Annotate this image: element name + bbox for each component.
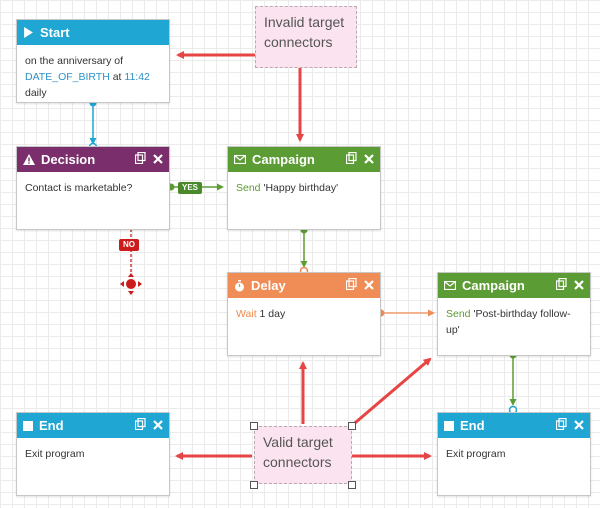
invalid-target-callout: Invalid target connectors: [255, 6, 357, 68]
start-node-title: Start: [40, 25, 70, 40]
close-icon[interactable]: [153, 418, 163, 433]
valid-callout-line2: connectors: [263, 454, 332, 470]
play-icon: [23, 27, 34, 38]
copy-icon[interactable]: [555, 417, 567, 433]
start-node[interactable]: Start on the anniversary of DATE_OF_BIRT…: [16, 19, 170, 103]
close-icon[interactable]: [364, 278, 374, 293]
close-icon[interactable]: [153, 152, 163, 167]
decision-node-header[interactable]: Decision: [17, 147, 169, 172]
yes-badge: YES: [178, 182, 203, 194]
campaign-node-1-header[interactable]: Campaign: [228, 147, 380, 172]
delay-node-body: Wait 1 day: [228, 298, 380, 330]
start-node-field: DATE_OF_BIRTH: [25, 71, 110, 83]
close-icon[interactable]: [574, 278, 584, 293]
valid-target-arrows: [175, 357, 432, 460]
connector-delay-campaign2[interactable]: [377, 309, 435, 317]
copy-icon[interactable]: [555, 277, 567, 293]
start-node-line2: DATE_OF_BIRTH at 11:42: [25, 69, 161, 85]
invalid-callout-line1: Invalid target: [264, 14, 345, 30]
stop-icon: [23, 420, 33, 431]
end-node-1-body: Exit program: [25, 448, 85, 460]
end-node-1-title: End: [39, 418, 64, 433]
campaign-node-2-header[interactable]: Campaign: [438, 273, 590, 298]
delay-amount: 1 day: [256, 308, 286, 320]
campaign-node-2-title: Campaign: [462, 278, 525, 293]
copy-icon[interactable]: [345, 151, 357, 167]
close-icon[interactable]: [574, 418, 584, 433]
warning-icon: [23, 154, 35, 165]
end-node-2-title: End: [460, 418, 485, 433]
end-node-2[interactable]: End Exit program: [437, 412, 591, 496]
invalid-callout-line2: connectors: [264, 34, 333, 50]
campaign-node-2[interactable]: Campaign Send 'Post-birthday follow-up': [437, 272, 591, 356]
stop-icon: [444, 420, 454, 431]
start-node-at: at: [109, 71, 125, 83]
campaign-1-verb: Send: [236, 182, 261, 194]
campaign-2-message: 'Post-birthday follow-up': [446, 308, 571, 336]
connector-campaign2-end[interactable]: [508, 351, 518, 415]
delay-verb: Wait: [236, 308, 257, 320]
delay-node-title: Delay: [251, 278, 286, 293]
end-node-1[interactable]: End Exit program: [16, 412, 170, 496]
copy-icon[interactable]: [345, 277, 357, 293]
start-node-body: on the anniversary of DATE_OF_BIRTH at 1…: [17, 45, 169, 109]
delay-node-header[interactable]: Delay: [228, 273, 380, 298]
copy-icon[interactable]: [134, 151, 146, 167]
resize-handle-top-right[interactable]: [348, 422, 356, 430]
close-icon[interactable]: [364, 152, 374, 167]
start-node-line1: on the anniversary of: [25, 55, 124, 67]
campaign-1-message: 'Happy birthday': [260, 182, 339, 194]
connector-campaign-delay[interactable]: [299, 226, 309, 276]
delay-node[interactable]: Delay Wait 1 day: [227, 272, 381, 356]
start-node-time: 11:42: [124, 71, 150, 83]
resize-handle-bottom-left[interactable]: [250, 481, 258, 489]
copy-icon[interactable]: [134, 417, 146, 433]
resize-handle-top-left[interactable]: [250, 422, 258, 430]
campaign-node-2-body: Send 'Post-birthday follow-up': [438, 298, 590, 346]
end-node-1-header[interactable]: End: [17, 413, 169, 438]
valid-target-callout: Valid target connectors: [254, 426, 352, 484]
valid-callout-line1: Valid target: [263, 434, 333, 450]
campaign-node-1[interactable]: Campaign Send 'Happy birthday': [227, 146, 381, 230]
start-node-header[interactable]: Start: [17, 20, 169, 45]
campaign-node-1-body: Send 'Happy birthday': [228, 172, 380, 204]
campaign-node-1-title: Campaign: [252, 152, 315, 167]
timer-icon: [234, 279, 245, 292]
decision-node[interactable]: Decision Contact is marketable?: [16, 146, 170, 230]
decision-node-body: Contact is marketable?: [25, 182, 133, 194]
end-node-2-body: Exit program: [446, 448, 506, 460]
invalid-target-arrows: [176, 51, 304, 142]
start-node-line3: daily: [25, 87, 47, 99]
no-badge: NO: [119, 239, 139, 251]
campaign-2-verb: Send: [446, 308, 471, 320]
decision-node-title: Decision: [41, 152, 96, 167]
end-node-2-header[interactable]: End: [438, 413, 590, 438]
envelope-icon: [234, 155, 246, 164]
resize-handle-bottom-right[interactable]: [348, 481, 356, 489]
connector-decision-no[interactable]: [120, 229, 142, 295]
envelope-icon: [444, 281, 456, 290]
